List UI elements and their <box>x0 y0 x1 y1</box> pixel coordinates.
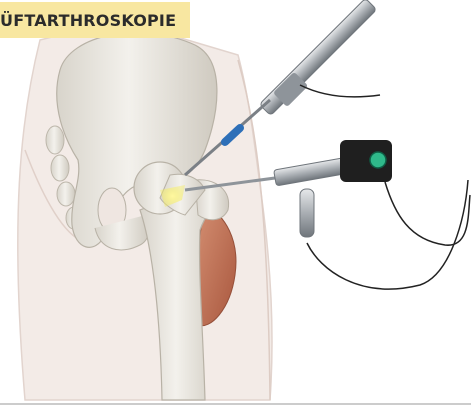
camera-icon <box>340 140 470 245</box>
title-banner: ÜFTARTHROSKOPIE <box>0 2 190 38</box>
